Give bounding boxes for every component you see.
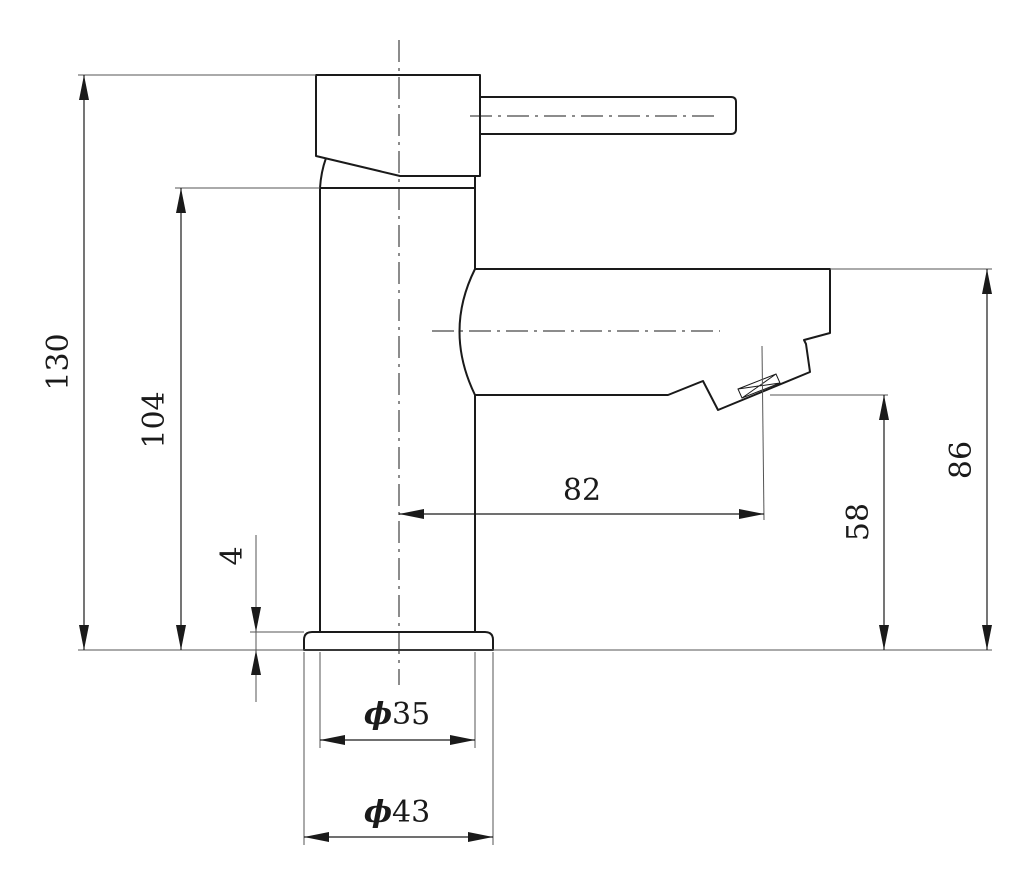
dimension-spout-top-level-label: 86: [944, 441, 979, 479]
dimension-overall-height-label: 130: [41, 333, 76, 390]
tap-outline: [303, 74, 831, 651]
dimension-spout-top-height: 104: [137, 188, 186, 650]
dimension-spout-reach-label: 82: [563, 473, 601, 508]
dimension-base-thickness: 4: [215, 546, 261, 675]
base-plate: [303, 631, 494, 651]
dimension-spout-reach: 82: [399, 473, 764, 519]
aerator-insert: [737, 373, 781, 399]
dimension-outlet-height: 58: [841, 395, 889, 650]
dimension-spout-top-level: 86: [944, 269, 992, 650]
dimension-base-thickness-label: 4: [215, 546, 250, 565]
spout: [475, 268, 831, 411]
dimension-overall-height: 130: [41, 75, 89, 650]
dimension-base-diameter: ϕ 43: [304, 795, 493, 842]
dimension-body-diameter-symbol: ϕ: [364, 697, 392, 732]
dimension-spout-top-height-label: 104: [137, 391, 172, 448]
lever-handle: [480, 96, 737, 135]
dimension-base-diameter-label: 43: [392, 795, 430, 830]
dimension-base-diameter-symbol: ϕ: [364, 795, 392, 830]
extension-lines: [78, 74, 992, 845]
dimension-body-diameter-label: 35: [392, 697, 430, 732]
dimension-outlet-height-label: 58: [841, 503, 876, 541]
handle-housing: [315, 74, 481, 177]
dimension-body-diameter: ϕ 35: [320, 697, 475, 745]
spout-root-curve: [458, 268, 476, 396]
